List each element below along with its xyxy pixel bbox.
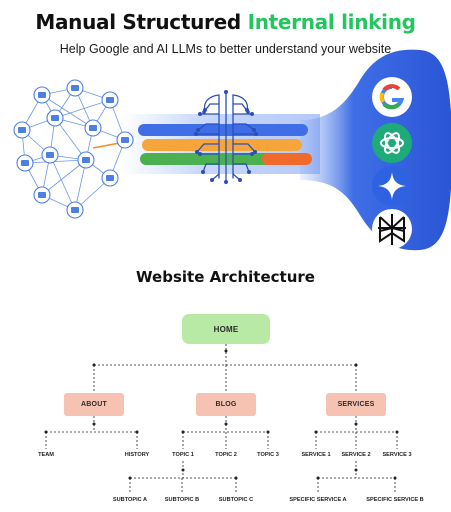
subtopic-c-node: SUBTOPIC C xyxy=(218,497,254,503)
topic-3-node: TOPIC 3 xyxy=(257,452,279,458)
page-title: Manual Structured Internal linking xyxy=(0,10,451,34)
title-part-2: Internal linking xyxy=(247,10,416,34)
title-part-1: Manual Structured xyxy=(35,10,248,34)
subtopic-b-node: SUBTOPIC B xyxy=(164,497,200,503)
home-node: HOME xyxy=(182,314,270,344)
red-link-bar xyxy=(262,153,312,165)
openai-icon xyxy=(372,123,412,163)
specific-service-a-node: SPECIFIC SERVICE A xyxy=(289,497,347,503)
subtopic-a-node: SUBTOPIC A xyxy=(112,497,148,503)
team-node: TEAM xyxy=(38,452,54,458)
orange-link-bar xyxy=(142,139,302,151)
specific-service-b-node: SPECIFIC SERVICE B xyxy=(366,497,424,503)
topic-2-node: TOPIC 2 xyxy=(215,452,237,458)
page-node-glyphs xyxy=(18,85,129,213)
blog-node: BLOG xyxy=(196,393,256,416)
hero-illustration xyxy=(13,49,451,251)
page-subtitle: Help Google and AI LLMs to better unders… xyxy=(59,42,392,56)
services-node: SERVICES xyxy=(326,393,386,416)
gemini-icon xyxy=(372,166,412,206)
blue-link-bar xyxy=(138,124,308,136)
service-1-node: SERVICE 1 xyxy=(301,452,331,458)
topic-1-node: TOPIC 1 xyxy=(172,452,194,458)
about-node: ABOUT xyxy=(64,393,124,416)
service-3-node: SERVICE 3 xyxy=(382,452,412,458)
brain-circuit-nodes xyxy=(194,90,258,184)
history-node: HISTORY xyxy=(124,452,150,458)
service-2-node: SERVICE 2 xyxy=(341,452,371,458)
perplexity-icon xyxy=(372,209,412,249)
google-icon xyxy=(372,77,412,117)
architecture-title: Website Architecture xyxy=(136,268,315,286)
